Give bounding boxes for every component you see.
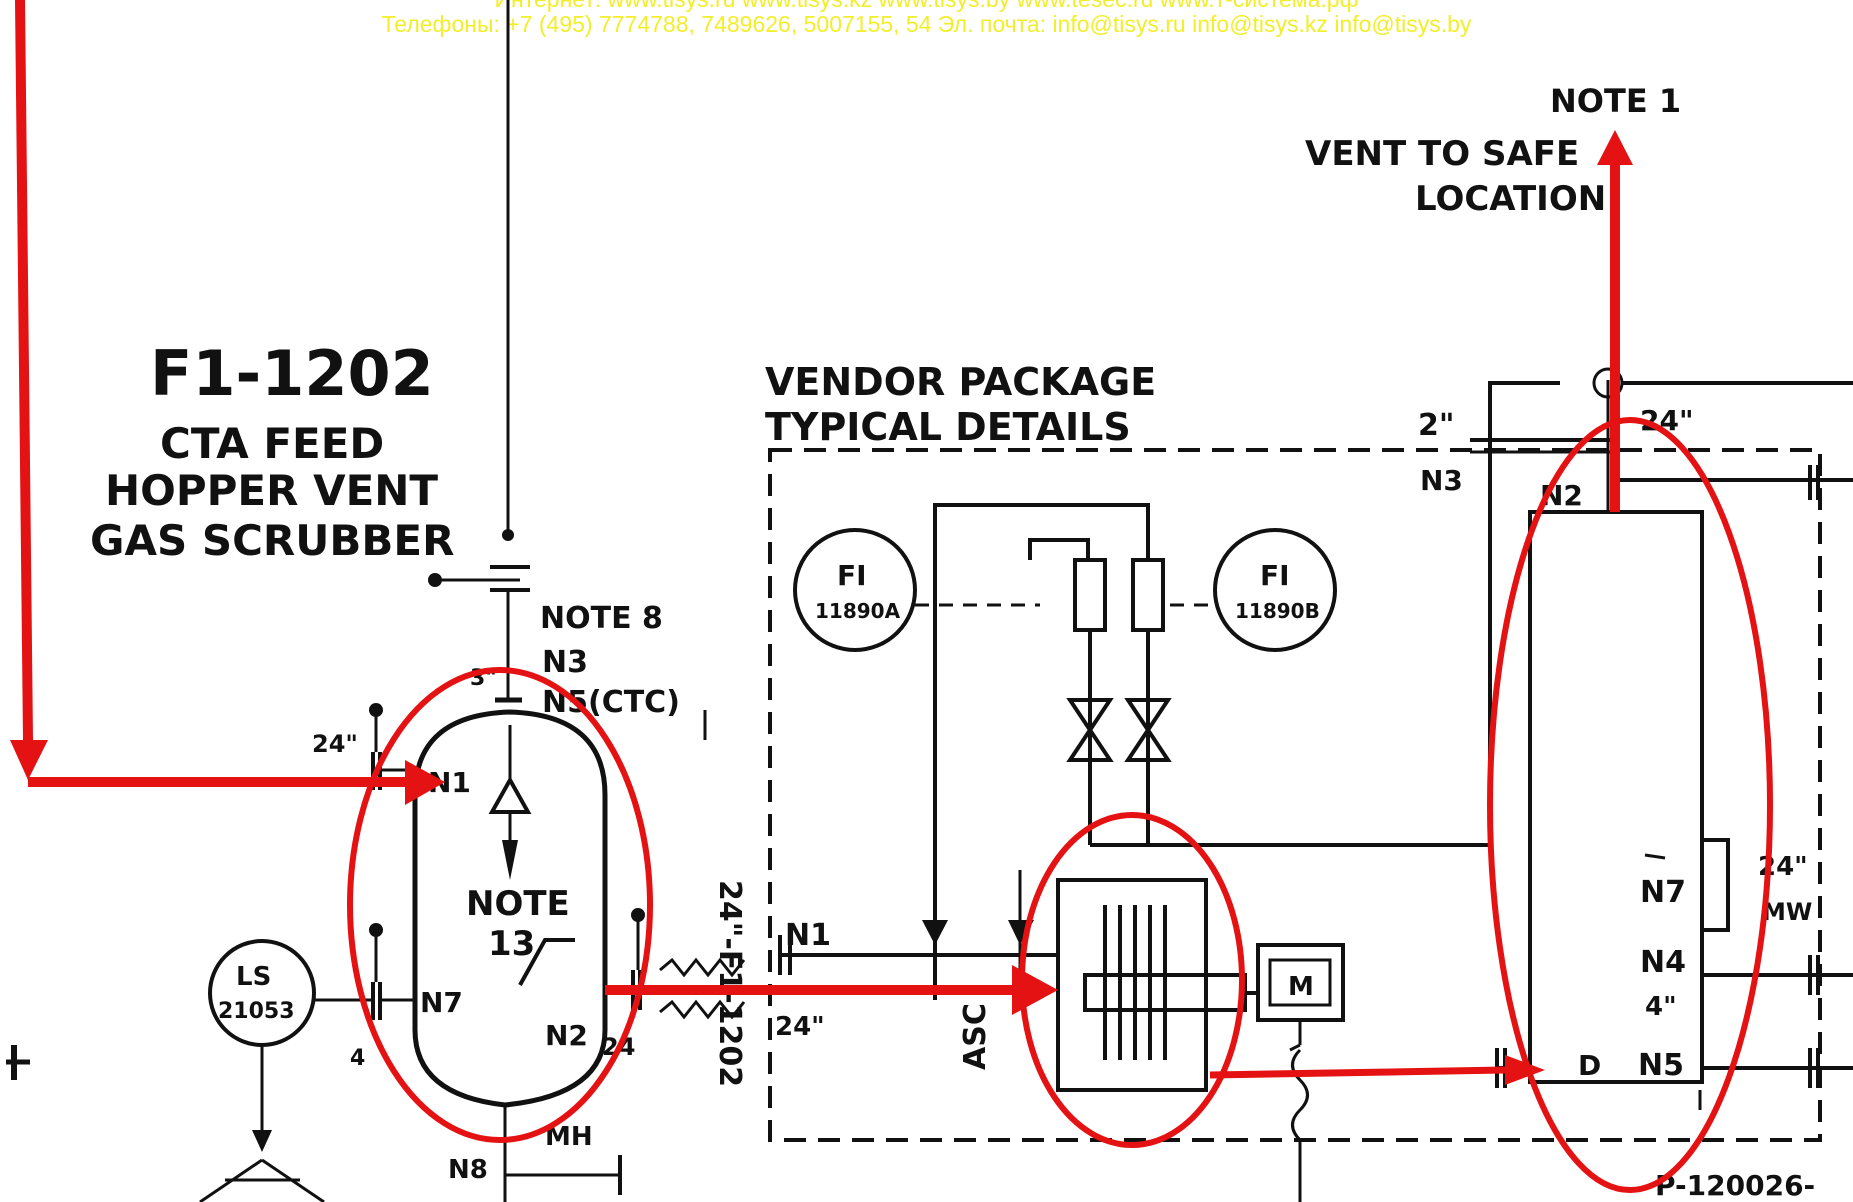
tank-n7: N7 (1640, 875, 1686, 910)
fi-left-2: 11890A (815, 599, 901, 623)
scrubber-note-8: NOTE 8 (540, 601, 663, 636)
arrow-to-tank (1505, 1055, 1545, 1085)
ls-tag-2: 21053 (218, 999, 295, 1024)
ls-tag-1: LS (236, 962, 271, 992)
vendor-package (768, 448, 1822, 1202)
scrubber-size-4: 4 (350, 1046, 365, 1071)
vendor-size-24: 24" (775, 1012, 825, 1042)
header-line-1: Интернет: www.tisys.ru www.tisys.kz www.… (0, 0, 1853, 13)
tank-size-4: 4" (1645, 992, 1677, 1022)
tank-bottom-ref: P-120026- (1655, 1169, 1815, 1202)
vendor-motor: M (1288, 972, 1314, 1002)
vendor-title-2: TYPICAL DETAILS (765, 405, 1131, 449)
tank-note-1: NOTE 1 (1550, 82, 1681, 120)
red-annotations (10, 0, 1773, 1193)
tank-vent-1: VENT TO SAFE (1305, 134, 1579, 174)
tank-n3: N3 (1420, 464, 1463, 497)
vendor-title-1: VENDOR PACKAGE (765, 360, 1156, 404)
scrubber-note-13-a: NOTE (466, 884, 570, 924)
tank-n4: N4 (1640, 945, 1686, 980)
tank-d: D (1578, 1049, 1601, 1082)
scrubber-n7: N7 (420, 986, 463, 1019)
tank-vent-2: LOCATION (1415, 179, 1606, 219)
arrow-to-vendor (1012, 965, 1058, 1015)
tank-side-mw: MW (1762, 898, 1812, 926)
scrubber-size-24a: 24" (312, 730, 358, 758)
fi-right-2: 11890B (1235, 599, 1320, 623)
scrubber-note-13-b: 13 (488, 924, 535, 964)
vendor-asc: ASC (958, 1003, 993, 1070)
arrow-down-left (10, 740, 48, 780)
arrow-vent-up (1597, 130, 1633, 165)
scrubber-desc-2: HOPPER VENT (105, 466, 438, 515)
header-line-2: Телефоны: +7 (495) 7774788, 7489626, 500… (381, 11, 1472, 37)
scrubber-tag: F1-1202 (150, 337, 434, 410)
arrow-to-n1 (405, 760, 445, 805)
tank-n5: N5 (1638, 1048, 1684, 1083)
fi-right-1: FI (1260, 559, 1290, 592)
scrubber-desc-3: GAS SCRUBBER (90, 516, 454, 565)
fi-left-1: FI (837, 559, 867, 592)
scrubber-n2: N2 (545, 1019, 588, 1052)
scrubber-desc-1: CTA FEED (160, 419, 384, 468)
scrubber-line-tag: 24"-F1-1202 (712, 880, 747, 1087)
scrubber-n8: N8 (448, 1155, 488, 1185)
tank-size-2: 2" (1418, 408, 1455, 443)
vendor-n1: N1 (785, 918, 831, 953)
scrubber-n3: N3 (542, 645, 588, 680)
